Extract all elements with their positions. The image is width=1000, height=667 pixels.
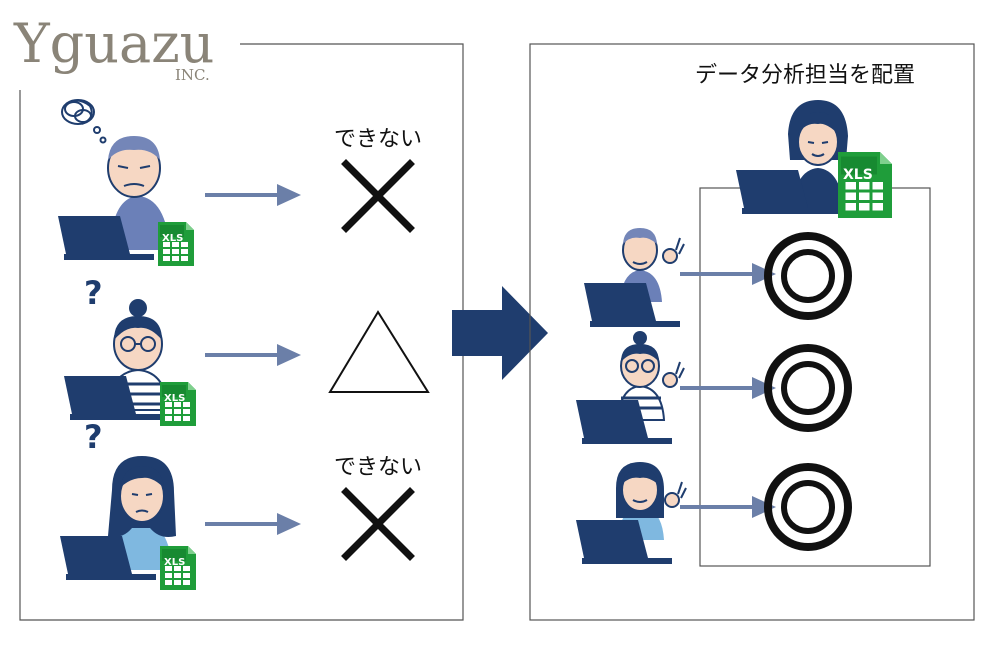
double-circle-mark-row-2 xyxy=(764,344,852,432)
status-label-row-3: できない xyxy=(334,455,422,480)
questioning-woman-figure: ? XLS xyxy=(60,418,196,590)
before-panel: XLS できない ? XLS xyxy=(19,43,464,621)
questioning-woman-glasses-figure: ? XLS xyxy=(64,274,196,426)
arrow-row-3 xyxy=(205,513,301,535)
arrow-row-1 xyxy=(205,184,301,206)
before-row-2: ? XLS xyxy=(64,274,430,426)
results-box xyxy=(699,187,931,567)
ok-hand-icon xyxy=(664,481,687,508)
data-analyst-figure: XLS xyxy=(736,100,892,218)
double-circle-mark-row-3 xyxy=(764,463,852,551)
ok-hand-icon xyxy=(662,361,685,388)
tangled-thought-icon xyxy=(61,99,107,144)
before-row-1: XLS できない xyxy=(58,99,422,266)
brand-logo: Yguazu INC. xyxy=(13,12,214,84)
xls-badge-label: XLS xyxy=(164,557,185,568)
cross-mark-row-1 xyxy=(341,159,415,233)
after-row-1 xyxy=(584,228,852,327)
ok-woman-glasses-figure xyxy=(576,331,685,444)
confused-man-figure: XLS xyxy=(58,99,194,266)
ok-hand-icon xyxy=(662,237,685,264)
after-row-3 xyxy=(576,462,852,564)
cross-mark-row-3 xyxy=(341,487,415,561)
brand-name: Yguazu xyxy=(13,12,214,75)
arrow-row-2 xyxy=(205,344,301,366)
after-panel: データ分析担当を配置 XLS xyxy=(529,43,975,621)
brand-suffix: INC. xyxy=(175,66,210,84)
after-arrow-row-3 xyxy=(680,496,776,518)
after-panel-title: データ分析担当を配置 xyxy=(695,63,915,88)
transition-arrow xyxy=(452,286,548,380)
ok-woman-figure xyxy=(576,462,687,564)
after-arrow-row-1 xyxy=(680,263,776,285)
xls-badge-label: XLS xyxy=(162,233,183,244)
status-label-row-1: できない xyxy=(334,127,422,152)
double-circle-mark-row-1 xyxy=(764,232,852,320)
before-row-3: ? XLS できない xyxy=(60,418,422,590)
after-row-2 xyxy=(576,331,852,444)
xls-badge-label: XLS xyxy=(164,393,185,404)
question-mark-icon: ? xyxy=(84,418,103,456)
analyst-xls-badge-label: XLS xyxy=(843,167,873,183)
after-arrow-row-2 xyxy=(680,377,776,399)
ok-man-figure xyxy=(584,228,685,327)
triangle-mark-row-2 xyxy=(328,310,430,393)
question-mark-icon: ? xyxy=(84,274,103,312)
